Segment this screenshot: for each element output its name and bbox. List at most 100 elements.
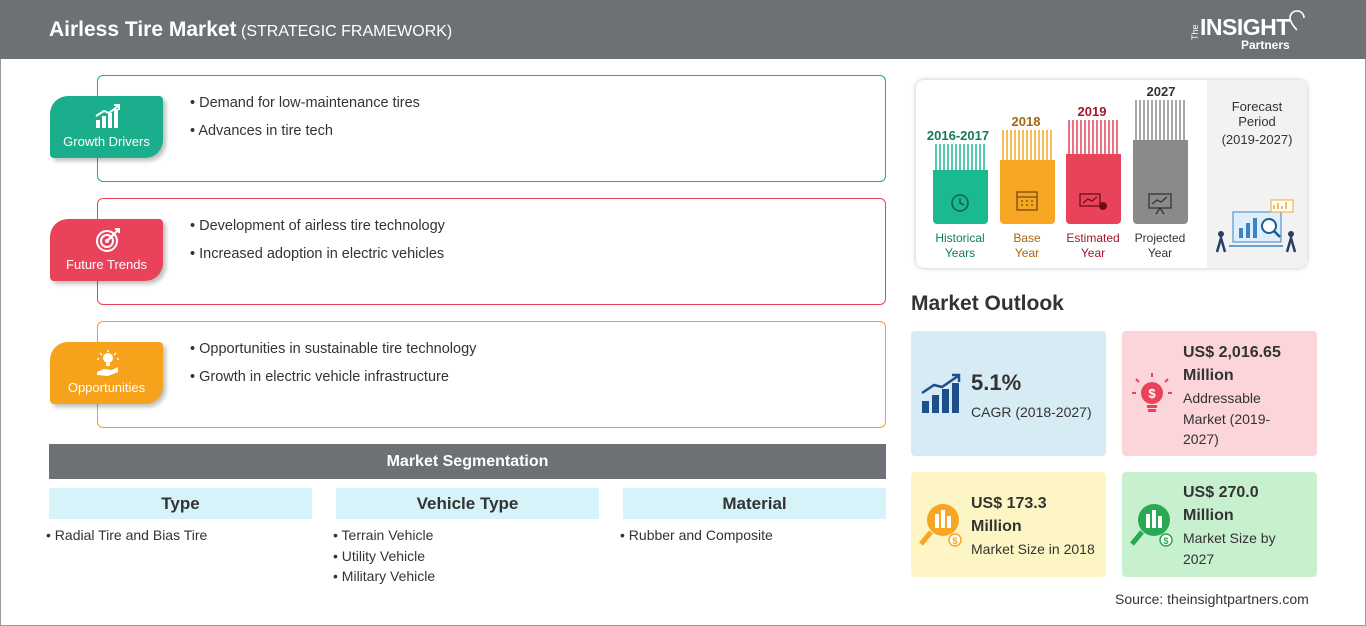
cagr-label: CAGR (2018-2027) — [971, 404, 1092, 420]
logo-insight: INSIGHT — [1200, 14, 1290, 40]
growth-drivers-box: Demand for low-maintenance tires Advance… — [97, 75, 886, 182]
market-size-2018-card: $ US$ 173.3 Million Market Size in 2018 — [911, 472, 1106, 577]
growth-driver-item: Demand for low-maintenance tires — [190, 95, 420, 123]
market-size-2027-value-line: Million — [1183, 507, 1234, 524]
market-size-2027-desc-line: 2027 — [1183, 550, 1215, 567]
cagr-value: 5.1% — [971, 370, 1022, 395]
timeline-year: 2027 — [1146, 84, 1176, 99]
addressable-value-line: Million — [1183, 367, 1234, 384]
svg-text:$: $ — [1148, 386, 1156, 401]
logo-pin-icon — [1289, 10, 1305, 31]
magnifier-chart-icon: $ — [919, 504, 962, 547]
future-trends-box: Development of airless tire technology I… — [97, 198, 886, 305]
page-subtitle: (STRATEGIC FRAMEWORK) — [241, 23, 453, 40]
timeline-label: Estimated Year — [1053, 231, 1133, 261]
segment-item: Terrain Vehicle — [333, 527, 599, 548]
segment-header: Material — [623, 488, 886, 519]
lightbulb-hand-icon — [97, 350, 119, 376]
bar-stripes — [1000, 130, 1055, 160]
growth-driver-item: Advances in tire tech — [190, 123, 420, 151]
bar-stripes — [1066, 120, 1121, 154]
logo-partners: Partners — [1241, 38, 1290, 52]
timeline-label: Base Year — [987, 231, 1067, 261]
future-trend-item: Increased adoption in electric vehicles — [190, 246, 445, 274]
market-size-2027-desc-line: Market Size by — [1183, 530, 1276, 546]
timeline-label-line: Estimated — [1066, 231, 1120, 245]
timeline-label-line: Historical — [935, 231, 985, 245]
market-size-2018-value-line: Million — [971, 518, 1022, 535]
forecast-period-panel: Forecast Period (2019-2027) — [1207, 80, 1307, 268]
bar-stripes — [1133, 100, 1188, 140]
addressable-market-card: $ US$ 2,016.65 Million Addressable Marke… — [1122, 331, 1317, 456]
target-icon — [96, 228, 120, 252]
timeline-panel: 2016-2017 Historical Years 2018 B — [916, 80, 1307, 268]
timeline-label-line: Base — [1013, 231, 1041, 245]
market-size-2027-value-line: US$ 270.0 — [1183, 484, 1259, 501]
source-link[interactable]: Source: theinsightpartners.com — [1115, 591, 1309, 607]
market-size-2027-value: US$ 270.0 Million — [1183, 481, 1259, 527]
historical-bar — [933, 144, 988, 224]
calendar-icon — [1016, 191, 1038, 211]
base-year-bar — [1000, 130, 1055, 224]
market-size-2027-desc: Market Size by 2027 — [1183, 528, 1276, 569]
estimated-year-bar — [1066, 120, 1121, 224]
growth-drivers-badge: Growth Drivers — [50, 96, 163, 158]
addressable-value: US$ 2,016.65 Million — [1183, 341, 1281, 387]
addressable-desc: Addressable Market (2019- 2027) — [1183, 388, 1270, 450]
segment-item: Military Vehicle — [333, 568, 599, 589]
segment-header: Vehicle Type — [336, 488, 599, 519]
future-trend-item: Development of airless tire technology — [190, 218, 445, 246]
timeline-label-line: Year — [1147, 246, 1173, 260]
clock-icon — [951, 194, 969, 212]
page-title: Airless Tire Market — [49, 18, 237, 41]
header-bar: Airless Tire Market (STRATEGIC FRAMEWORK… — [0, 0, 1366, 59]
timeline-label: Historical Years — [920, 231, 1000, 261]
svg-text:$: $ — [952, 536, 957, 546]
timeline-label-line: Years — [944, 246, 976, 260]
svg-text:$: $ — [1163, 536, 1168, 546]
forecast-line: (2019-2027) — [1221, 132, 1293, 147]
market-size-2018-value-line: US$ 173.3 — [971, 495, 1047, 512]
opportunities-badge: Opportunities — [50, 342, 163, 404]
addressable-desc-line: 2027) — [1183, 431, 1219, 447]
insight-partners-logo[interactable]: The INSIGHT Partners — [1190, 10, 1310, 54]
addressable-value-line: US$ 2,016.65 — [1183, 344, 1281, 361]
opportunity-item: Opportunities in sustainable tire techno… — [190, 341, 476, 369]
timeline-label-line: Year — [1014, 246, 1040, 260]
future-trends-label: Future Trends — [66, 257, 147, 272]
timeline-label-line: Projected — [1134, 231, 1186, 245]
cagr-card: 5.1% CAGR (2018-2027) — [911, 331, 1106, 456]
timeline-year: 2018 — [1011, 114, 1041, 129]
market-segmentation-title: Market Segmentation — [49, 444, 886, 479]
bar-stripes — [933, 144, 988, 170]
money-bulb-icon: $ — [1132, 373, 1172, 412]
growth-bars-icon — [921, 373, 961, 413]
addressable-desc-line: Addressable — [1183, 390, 1261, 406]
growth-drivers-label: Growth Drivers — [63, 134, 150, 149]
logo-the: The — [1190, 24, 1200, 40]
timeline-label: Projected Year — [1120, 231, 1200, 261]
settings-chart-icon — [1079, 193, 1107, 210]
forecast-line: Forecast — [1231, 99, 1283, 114]
market-size-2018-value: US$ 173.3 Million — [971, 492, 1047, 538]
market-outlook-title: Market Outlook — [911, 292, 1064, 315]
future-trends-badge: Future Trends — [50, 219, 163, 281]
projected-year-bar — [1133, 100, 1188, 224]
segment-material: Material Rubber and Composite — [623, 488, 886, 548]
market-size-2027-card: $ US$ 270.0 Million Market Size by 2027 — [1122, 472, 1317, 577]
timeline-label-line: Year — [1080, 246, 1106, 260]
presentation-icon — [1148, 193, 1172, 215]
growth-chart-icon — [95, 104, 120, 128]
opportunities-label: Opportunities — [67, 380, 146, 395]
forecast-line: Period — [1238, 114, 1276, 129]
segment-vehicle-type: Vehicle Type Terrain Vehicle Utility Veh… — [336, 488, 599, 589]
segment-item: Rubber and Composite — [620, 527, 886, 548]
opportunity-item: Growth in electric vehicle infrastructur… — [190, 369, 476, 397]
market-size-2018-desc: Market Size in 2018 — [971, 541, 1095, 557]
magnifier-chart-icon: $ — [1130, 504, 1173, 547]
analytics-people-icon — [1215, 199, 1297, 253]
timeline-year: 2019 — [1077, 104, 1107, 119]
segment-item: Utility Vehicle — [333, 548, 599, 569]
segment-type: Type Radial Tire and Bias Tire — [49, 488, 312, 548]
addressable-desc-line: Market (2019- — [1183, 410, 1271, 427]
